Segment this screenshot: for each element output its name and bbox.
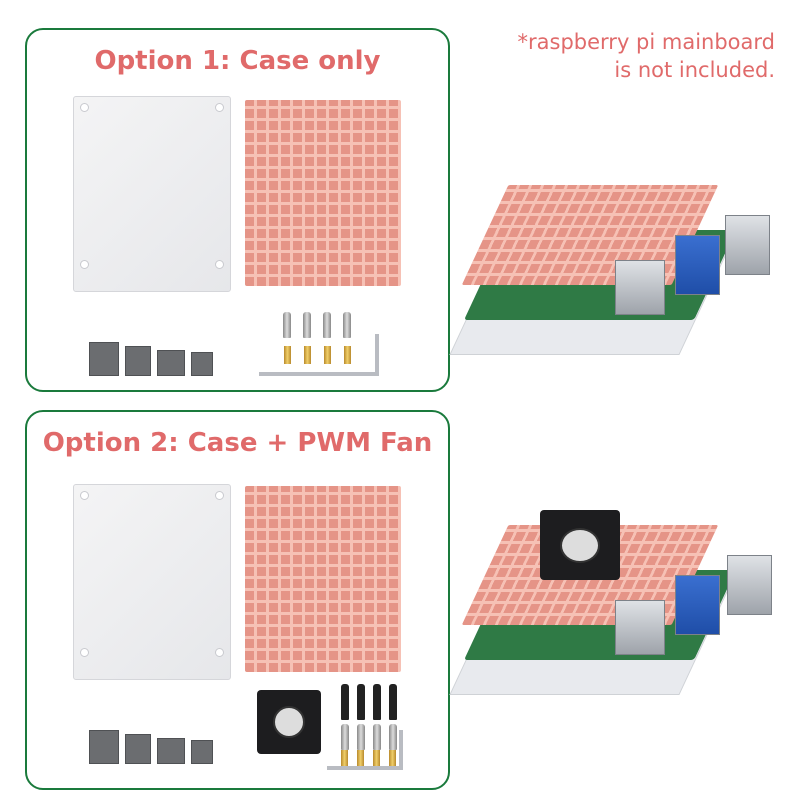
- thermal-pad: [191, 352, 213, 376]
- thermal-pad: [125, 346, 151, 376]
- acrylic-plate: [73, 484, 231, 680]
- assembled-case-fan-image: [449, 505, 790, 700]
- allen-key: [327, 730, 403, 770]
- allen-key: [259, 334, 379, 376]
- copper-heatsink: [245, 486, 401, 672]
- acrylic-plate: [73, 96, 231, 292]
- thermal-pad: [157, 350, 185, 376]
- copper-heatsink: [245, 100, 401, 286]
- option-2-panel: Option 2: Case + PWM Fan: [25, 410, 450, 790]
- option-2-title: Option 2: Case + PWM Fan: [42, 428, 433, 458]
- thermal-pad: [191, 740, 213, 764]
- note-line-2: is not included.: [614, 58, 775, 82]
- thermal-pad: [89, 730, 119, 764]
- option-1-title: Option 1: Case only: [94, 46, 381, 76]
- disclaimer-note: *raspberry pi mainboard is not included.: [518, 28, 775, 84]
- thermal-pad: [125, 734, 151, 764]
- pwm-fan: [257, 690, 321, 754]
- option-1-panel: Option 1: Case only: [25, 28, 450, 392]
- note-line-1: *raspberry pi mainboard: [517, 30, 775, 54]
- thermal-pad: [157, 738, 185, 764]
- thermal-pad: [89, 342, 119, 376]
- assembled-case-image: [449, 175, 785, 360]
